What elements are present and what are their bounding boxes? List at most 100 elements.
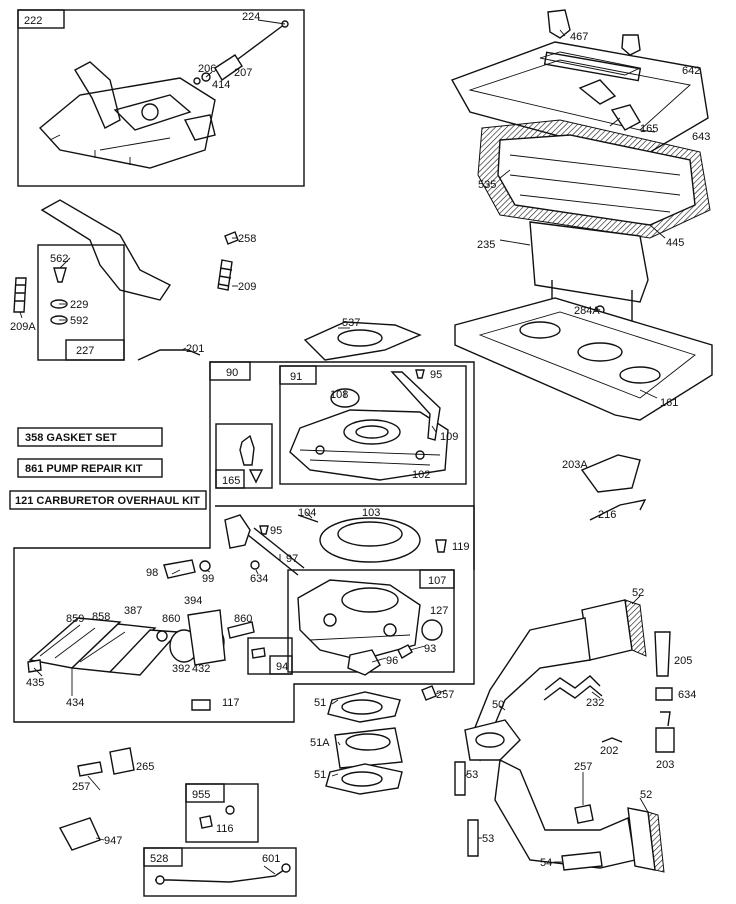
screw-93 [397,644,413,659]
screw-257b [77,761,103,777]
carb-body-102 [289,409,449,481]
choke-lever-99 [224,514,251,549]
throttle-shaft-109 [390,371,441,441]
clip-265 [109,747,135,775]
box-955-tag [185,783,225,803]
bushing-203 [655,727,675,753]
intake-manifold [454,599,675,873]
part-number-257a: 257 [436,689,454,701]
screw-119 [435,539,447,553]
governor-link-224 [229,23,286,66]
part-number-51b: 51 [314,769,326,781]
box-107-frame [287,569,455,673]
screw-98 [163,559,196,579]
gasket-52b [647,811,665,873]
part-number-265: 265 [136,761,154,773]
seal-127 [421,619,443,641]
part-number-216: 216 [598,509,616,521]
part-number-53a: 53 [466,769,478,781]
float-103 [319,517,421,563]
gasket-51a [327,691,401,723]
link-201 [137,349,201,361]
pin-104 [297,514,319,523]
knob-467 [547,9,571,39]
box-number-528: 528 [150,853,168,865]
part-number-434: 434 [66,697,84,709]
part-number-103: 103 [362,507,380,519]
part-number-209: 209 [238,281,256,293]
screw-94 [251,647,266,659]
part-number-203: 203 [656,759,674,771]
manifold-mount-flange [464,719,521,761]
part-number-203a: 203A [562,459,588,471]
spring-209a [13,277,27,313]
pump-repair-kit-box [17,458,163,478]
part-number-50: 50 [492,699,504,711]
part-number-858: 858 [92,611,110,623]
box-91-frame [279,365,467,485]
part-number-257c: 257 [574,761,592,773]
screw-54 [561,851,603,871]
box-number-90: 90 [226,367,238,379]
screw-257a [421,685,437,701]
part-number-229: 229 [70,299,88,311]
box-number-222: 222 [24,15,42,27]
stud-205 [654,631,671,677]
part-number-116: 116 [216,823,234,835]
part-number-95b: 95 [270,525,282,537]
cover-screw-467b [621,34,641,56]
box-number-94: 94 [276,661,288,673]
part-number-207: 207 [234,67,252,79]
box-number-227: 227 [76,345,94,357]
carb-bowl-body [297,579,421,661]
spring-209 [217,259,233,291]
box-90-inner-divider [215,505,475,570]
gasket-537 [303,321,422,361]
screw-53a [454,761,466,796]
kit-labels: 358 GASKET SET 861 PUMP REPAIR KIT 121 C… [9,427,207,510]
part-number-96: 96 [386,655,398,667]
box-528-tag [143,847,183,867]
box-227-tag [65,339,125,361]
part-number-108: 108 [330,389,348,401]
fuel-filter-947 [58,817,101,851]
part-number-209a: 209A [10,321,36,333]
part-number-634a: 634 [250,573,268,585]
part-number-224: 224 [242,11,260,23]
manifold-tube-upper [469,617,591,762]
bracket-203a [580,454,641,493]
part-number-52a: 52 [632,587,644,599]
box-number-107: 107 [428,575,446,587]
part-number-592: 592 [70,315,88,327]
part-number-562: 562 [50,253,68,265]
screw-258 [224,231,239,245]
box-number-955: 955 [192,789,210,801]
fuel-line-601 [155,865,291,883]
part-number-102: 102 [412,469,430,481]
part-number-99: 99 [202,573,214,585]
part-number-394: 394 [184,595,202,607]
box-numbers: 222 227 90 91 165 107 94 955 528 [24,15,446,865]
box-91-tag [279,365,317,385]
control-lever [74,61,121,129]
part-number-258: 258 [238,233,256,245]
fuel-parts [58,747,297,897]
leader-lines [19,19,666,875]
diaphragm-858 [70,623,157,673]
box-number-91: 91 [290,371,302,383]
part-number-642: 642 [682,65,700,77]
part-number-432: 432 [192,663,210,675]
part-number-535: 535 [478,179,496,191]
part-number-859: 859 [66,613,84,625]
part-number-601: 601 [262,853,280,865]
air-cleaner-cover-642 [450,41,709,159]
part-number-95a: 95 [430,369,442,381]
part-number-98: 98 [146,567,158,579]
screw-860b [227,621,255,639]
box-222-frame [17,9,305,187]
screw-562 [53,267,67,283]
nut-634 [655,687,673,701]
box-90-frame [13,361,475,723]
part-number-643: 643 [692,131,710,143]
